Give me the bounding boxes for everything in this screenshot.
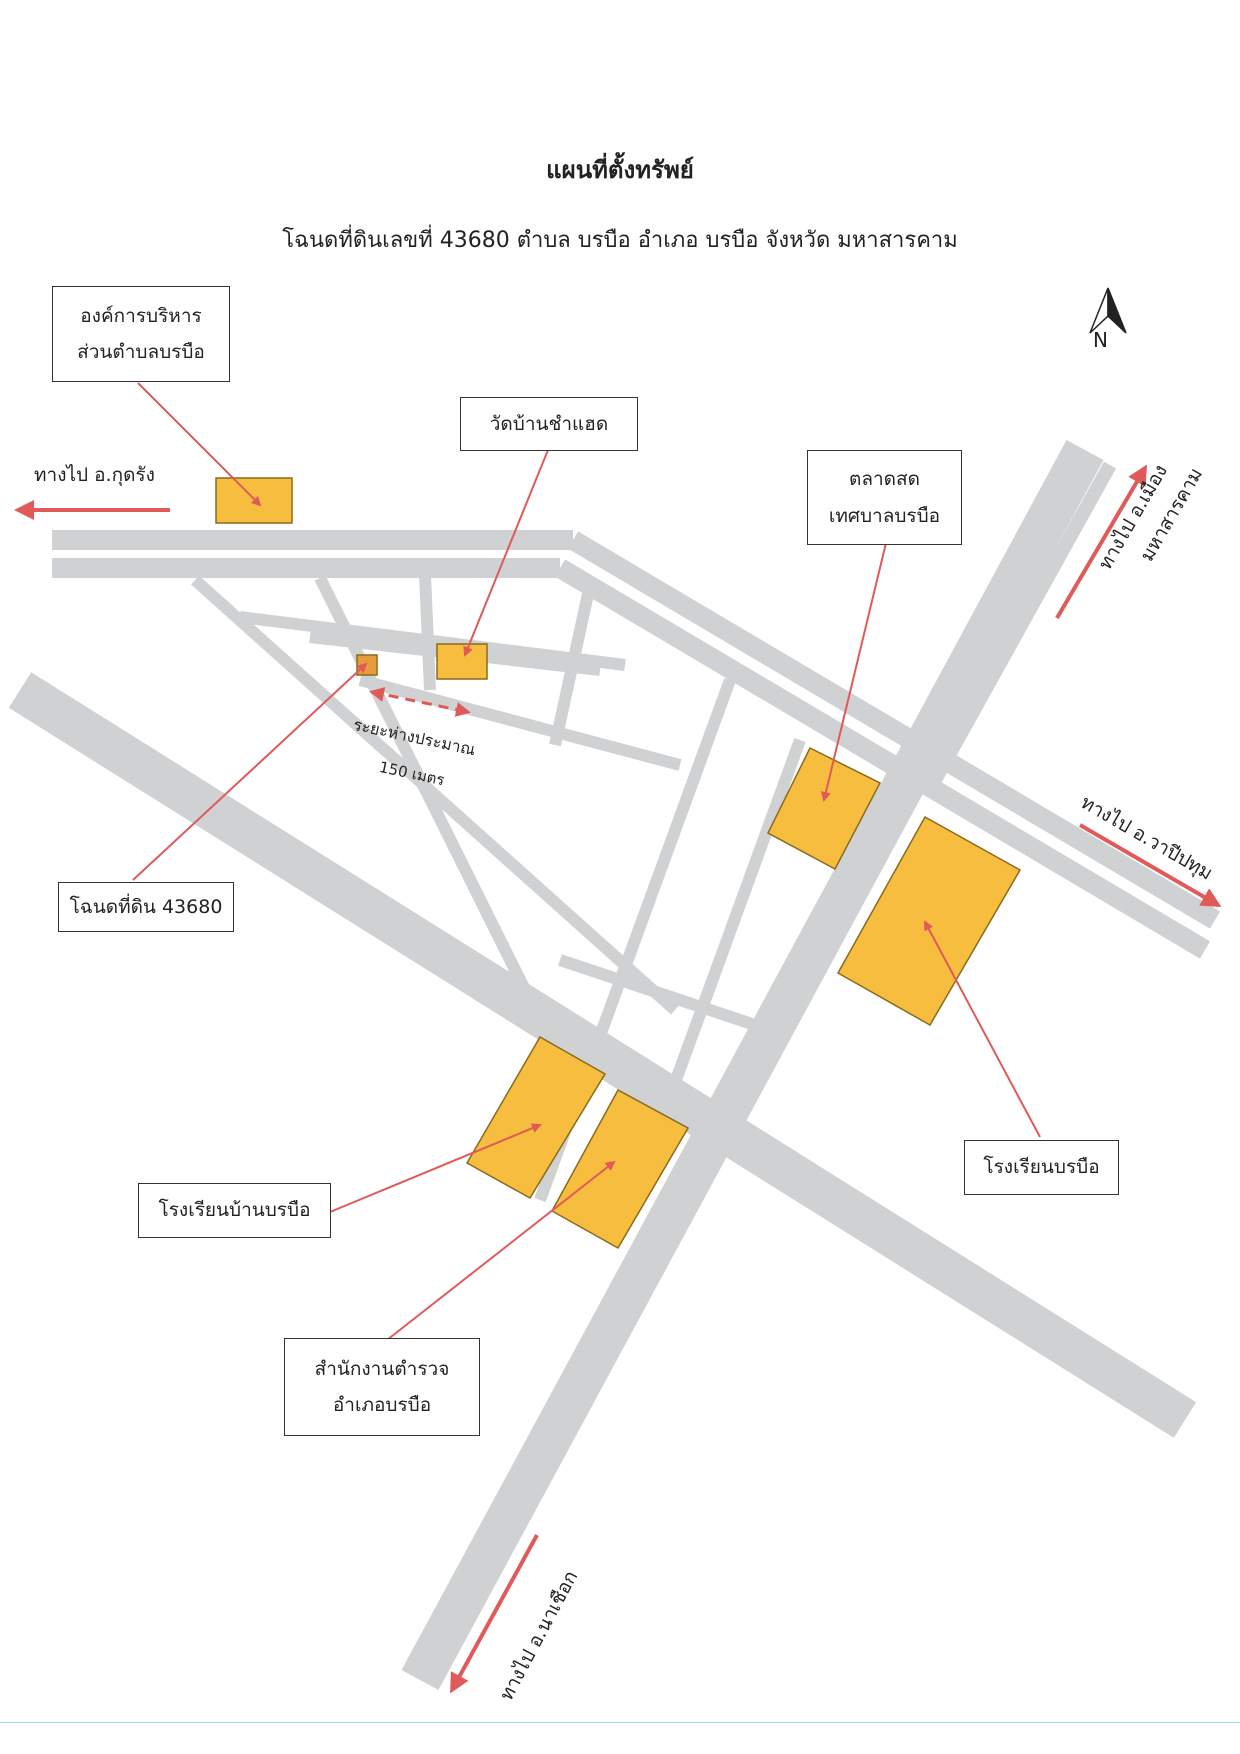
label-market: ตลาดสด เทศบาลบรบือ [807,450,962,545]
page-bottom-rule [0,1722,1240,1723]
label-parcel: โฉนดที่ดิน 43680 [58,882,234,932]
north-arrow-icon [1089,287,1127,334]
road-main-diagonal [8,672,1197,1438]
road-to-wapi-a [567,531,1221,929]
label-wat: วัดบ้านชำแฮด [460,397,638,451]
north-label: N [1093,328,1108,352]
label-sao: องค์การบริหาร ส่วนตำบลบรบือ [52,286,230,382]
road-to-wapi-b [554,559,1211,959]
page-subtitle: โฉนดที่ดินเลขที่ 43680 ตำบล บรบือ อำเภอ … [282,228,958,253]
building-market [767,746,882,871]
label-school-ban: โรงเรียนบ้านบรบือ [138,1183,331,1238]
roads [8,440,1221,1690]
label-school-borabue: โรงเรียนบรบือ [964,1140,1119,1195]
building-sao [215,477,293,524]
building-wat [436,643,488,680]
building-police [550,1088,690,1250]
arrow-to-nachueak [450,1534,539,1694]
arrow-to-wapi [1078,823,1222,908]
direction-arrows [14,464,1222,1694]
building-school-ban [465,1035,607,1200]
page-title: แผนที่ตั้งทรัพย์ [546,156,694,184]
road-ne-secondary [928,461,1117,784]
arrow-to-mueang [1055,464,1148,620]
direction-kudrang: ทางไป อ.กุดรัง [34,464,155,486]
label-police: สำนักงานตำรวจ อำเภอบรบือ [284,1338,480,1436]
callout-lines [132,382,1041,1341]
road-main-north-south [401,440,1104,1690]
parcel-43680 [356,654,378,676]
